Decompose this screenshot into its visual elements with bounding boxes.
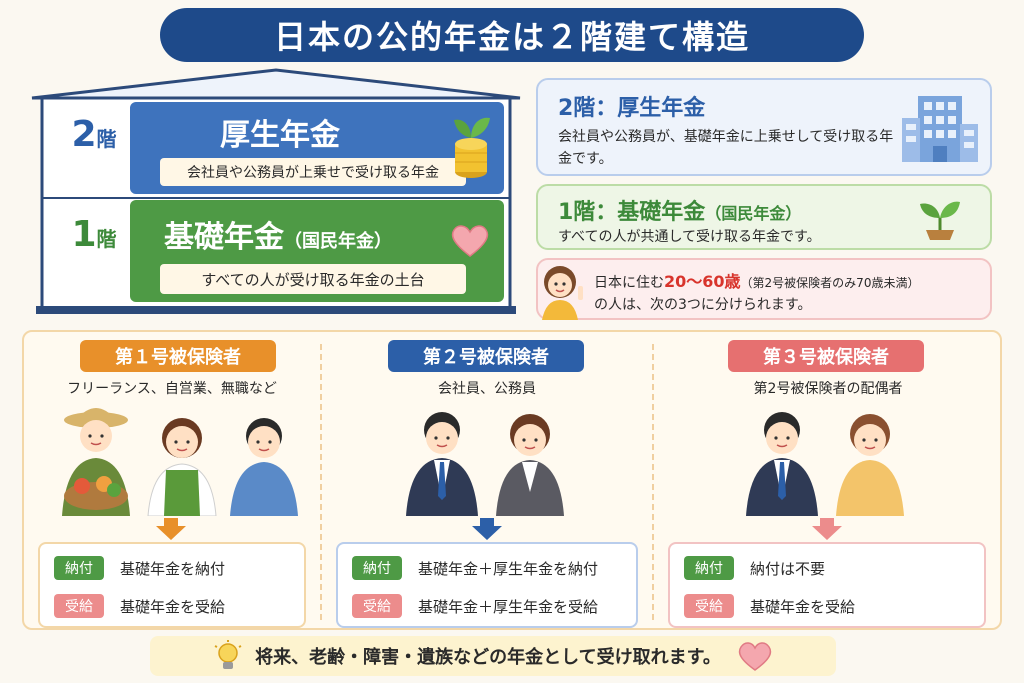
lightbulb-icon	[214, 640, 242, 669]
floor2-label: 2階	[71, 114, 117, 155]
category2-payment-box: 納付 基礎年金＋厚生年金を納付 受給 基礎年金＋厚生年金を受給	[336, 542, 638, 628]
footer-text: 将来、老齢・障害・遺族などの年金として受け取れます。	[255, 647, 721, 668]
receive-tag: 受給	[352, 594, 402, 618]
divider	[320, 344, 322, 620]
category2-pay-text: 基礎年金＋厚生年金を納付	[418, 560, 599, 578]
divider	[652, 344, 654, 620]
pay-tag: 納付	[54, 556, 104, 580]
floor2-box: 厚生年金 会社員や公務員が上乗せで受け取る年金	[130, 102, 504, 194]
category1-desc: フリーランス、自営業、無職など	[67, 381, 277, 397]
receive-tag: 受給	[684, 594, 734, 618]
floor1-label: 1階	[71, 214, 117, 255]
receive-tag: 受給	[54, 594, 104, 618]
info-card-floor1-heading: 1階：基礎年金（国民年金）	[558, 200, 802, 225]
info-card-floor2: 2階：厚生年金 会社員や公務員が、基礎年金に上乗せして受け取る年金です。	[536, 78, 992, 176]
category3-desc: 第2号被保険者の配偶者	[753, 381, 903, 397]
insured-categories-panel: 第１号被保険者 フリーランス、自営業、無職など 納付 基礎年金を納付 受給 基礎…	[22, 330, 1002, 630]
floor1-title: 基礎年金（国民年金）	[164, 220, 392, 255]
building-icon	[902, 96, 978, 162]
info-card-floor1: 1階：基礎年金（国民年金） すべての人が共通して受け取る年金です。	[536, 184, 992, 250]
category3-title: 第３号被保険者	[728, 340, 924, 372]
floor1-box: 基礎年金（国民年金） すべての人が受け取る年金の土台	[130, 200, 504, 302]
category1-pay-text: 基礎年金を納付	[120, 560, 226, 578]
category3-receive-text: 基礎年金を受給	[750, 598, 856, 616]
footer-note: 将来、老齢・障害・遺族などの年金として受け取れます。	[150, 636, 836, 676]
category3-people-illustration	[746, 412, 904, 516]
coin-stack-icon	[454, 117, 490, 178]
info-card-age: 日本に住む20〜60歳（第2号被保険者のみ70歳未満） の人は、次の3つに分けら…	[536, 258, 992, 320]
info-card-age-line2: の人は、次の3つに分けられます。	[594, 297, 812, 313]
pay-tag: 納付	[684, 556, 734, 580]
category3-payment-box: 納付 納付は不要 受給 基礎年金を受給	[668, 542, 986, 628]
category1-payment-box: 納付 基礎年金を納付 受給 基礎年金を受給	[38, 542, 306, 628]
pension-house-diagram: 2階 1階 厚生年金 会社員や公務員が上乗せで受け取る年金 基礎年金（国民年金）…	[28, 68, 524, 318]
category2-desc: 会社員、公務員	[438, 381, 536, 397]
floor1-subtitle: すべての人が受け取る年金の土台	[160, 264, 466, 294]
guide-woman-icon	[542, 266, 583, 320]
category1-people-illustration	[62, 408, 298, 516]
heart-icon	[451, 225, 489, 257]
category1-title: 第１号被保険者	[80, 340, 276, 372]
info-card-floor2-heading: 2階：厚生年金	[558, 96, 706, 121]
page-title: 日本の公的年金は２階建て構造	[160, 8, 864, 62]
category2-title: 第２号被保険者	[388, 340, 584, 372]
arrow-down-icon	[812, 518, 842, 540]
category2-receive-text: 基礎年金＋厚生年金を受給	[418, 598, 599, 616]
category1-receive-text: 基礎年金を受給	[120, 598, 226, 616]
info-card-age-line1: 日本に住む20〜60歳（第2号被保険者のみ70歳未満）	[594, 272, 920, 291]
info-card-floor2-desc: 会社員や公務員が、基礎年金に上乗せして受け取る年金です。	[558, 129, 894, 167]
pay-tag: 納付	[352, 556, 402, 580]
arrow-down-icon	[156, 518, 186, 540]
floor2-subtitle: 会社員や公務員が上乗せで受け取る年金	[160, 158, 466, 186]
floor2-title: 厚生年金	[220, 118, 340, 153]
sprout-icon	[920, 201, 960, 240]
category3-pay-text: 納付は不要	[750, 560, 826, 578]
heart-icon	[738, 642, 772, 671]
category2-people-illustration	[406, 412, 564, 516]
info-card-floor1-desc: すべての人が共通して受け取る年金です。	[558, 229, 821, 245]
arrow-down-icon	[472, 518, 502, 540]
